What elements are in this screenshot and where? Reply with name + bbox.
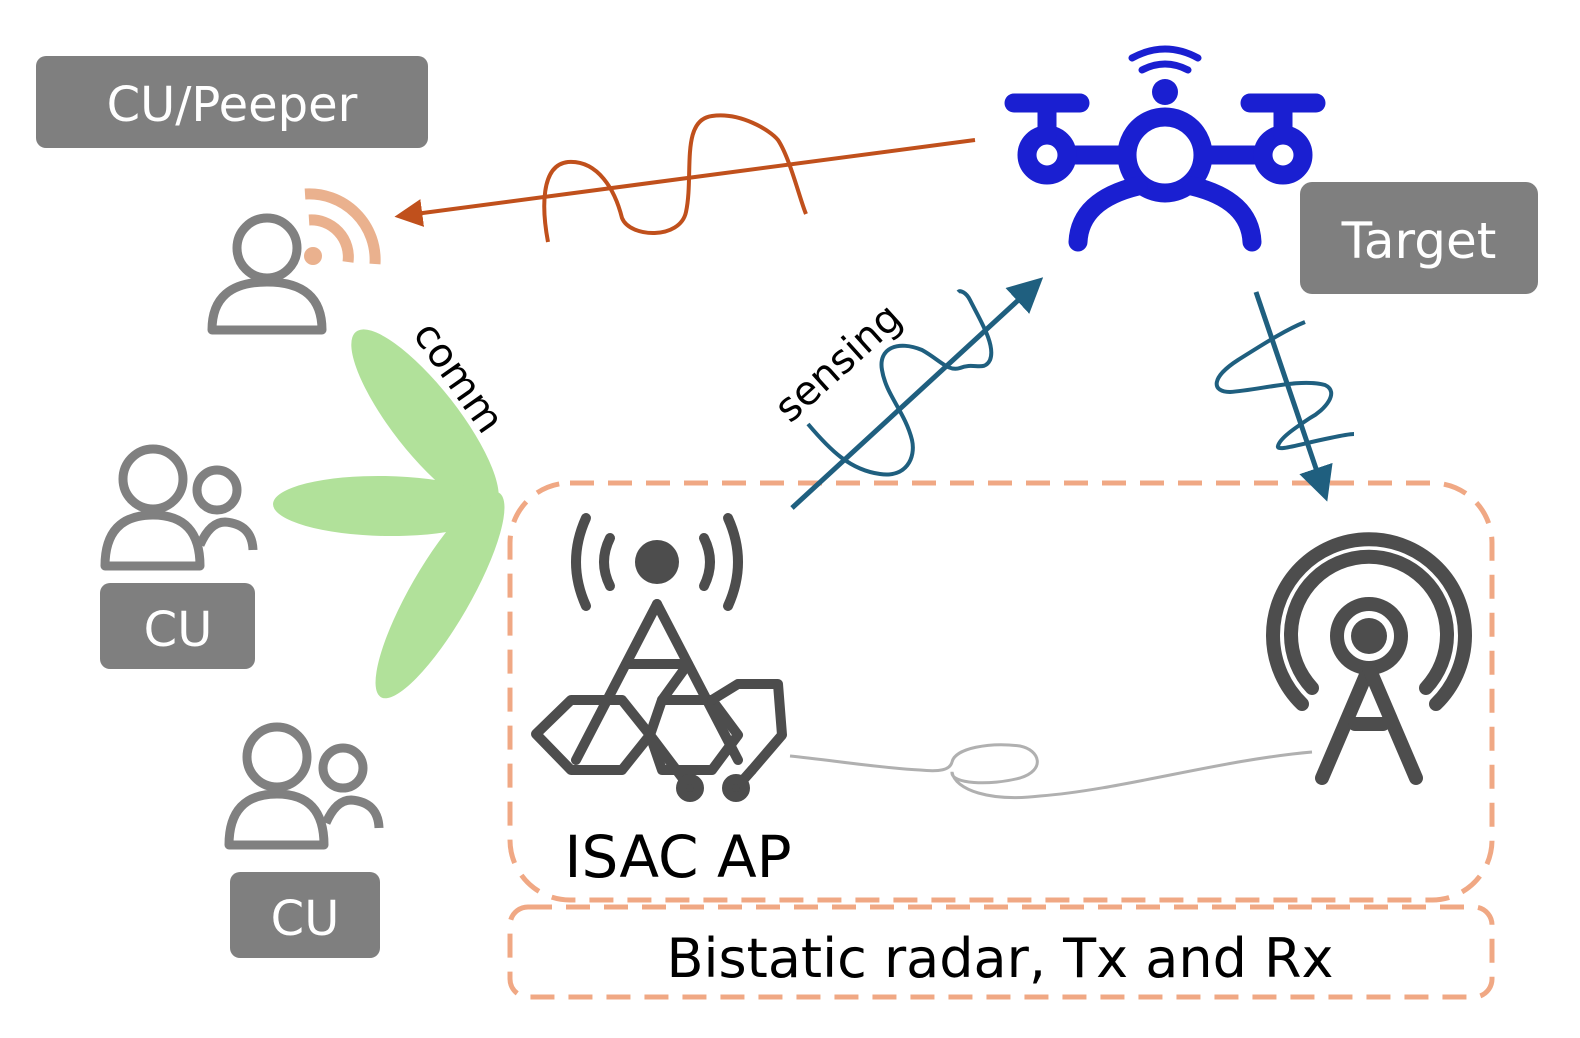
backhaul-cable [789, 743, 1313, 800]
echo-waveform [1214, 320, 1355, 451]
comm-beam-middle [273, 475, 497, 537]
target-label-text: Target [1341, 212, 1497, 270]
comm-beam-lower [375, 491, 505, 699]
network-tower-icon [531, 513, 787, 802]
user-broadcast-icon [207, 188, 381, 335]
bistatic-box [507, 904, 1495, 1000]
cu-label-2: CU [230, 872, 380, 958]
bistatic-label: Bistatic radar, Tx and Rx [666, 927, 1333, 990]
cu-label-1-text: CU [144, 602, 213, 658]
user-group-icon-2 [224, 722, 384, 850]
peeper-label-text: CU/Peeper [107, 77, 358, 133]
echo-arrow [1253, 291, 1333, 502]
cu-label-1: CU [100, 583, 255, 669]
sensing-arrow [790, 277, 1044, 510]
radio-tower-outer-ring [1266, 532, 1472, 711]
user-group-icon-1 [100, 444, 258, 571]
cu-label-2-text: CU [271, 891, 340, 947]
sensing-waveform [806, 289, 994, 477]
sensing-link [790, 277, 1044, 510]
sensing-label: sensing [766, 295, 911, 432]
drone-icon [1004, 45, 1326, 252]
isac-ap-label: ISAC AP [564, 823, 791, 891]
peeper-label: CU/Peeper [36, 56, 428, 148]
echo-link [1214, 291, 1355, 502]
isac-system-box [507, 480, 1495, 903]
target-label: Target [1300, 182, 1538, 294]
eavesdrop-link [394, 113, 976, 243]
radio-tower-icon [1284, 549, 1454, 785]
comm-beam-upper [351, 329, 499, 511]
comm-beams [273, 329, 505, 699]
eavesdrop-waveform [542, 113, 808, 243]
